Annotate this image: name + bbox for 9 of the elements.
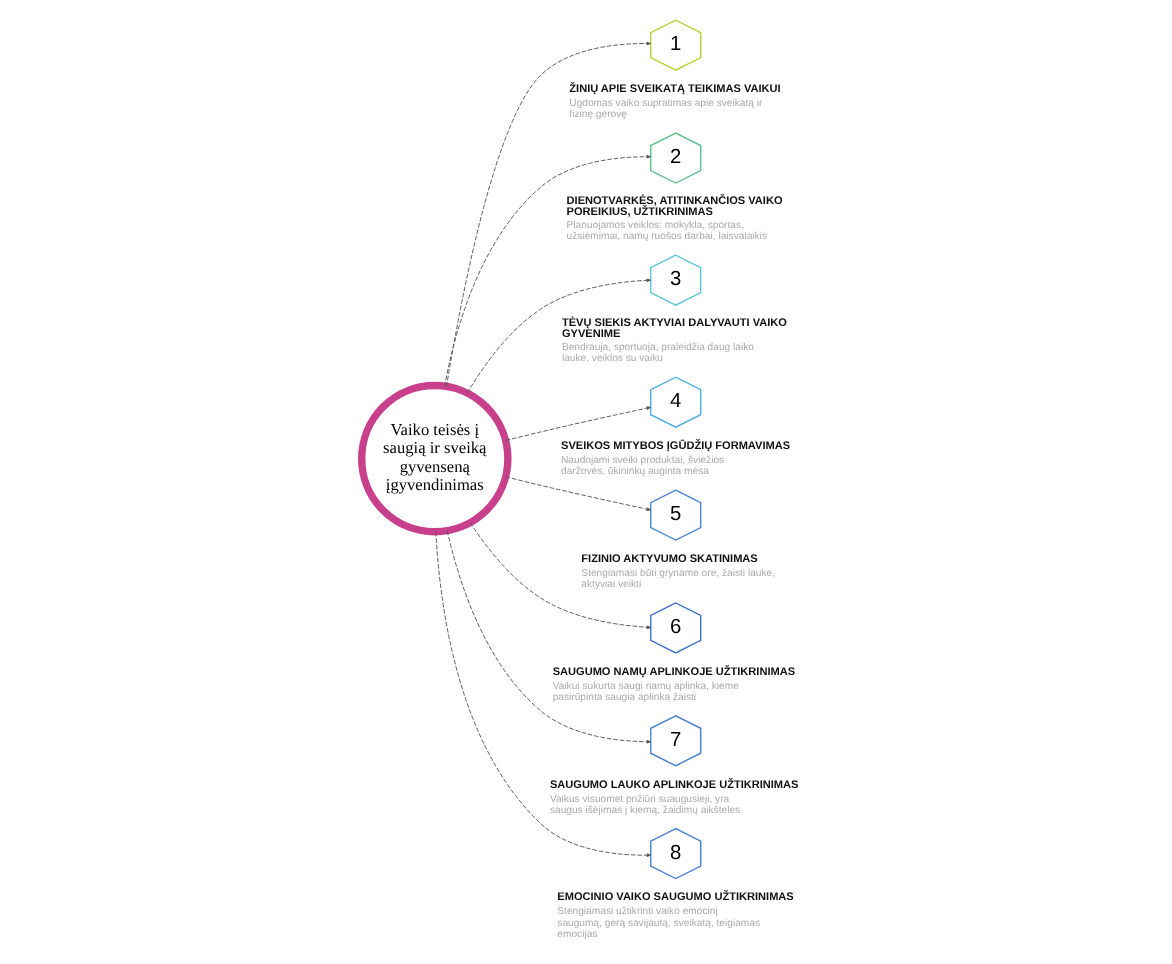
- arrow: [435, 531, 652, 857]
- arrow: [446, 41, 652, 387]
- arrow: [505, 476, 652, 511]
- node-circle: Vaiko teisės į saugią ir sveiką gyvenseną įgyvendinimas: [358, 381, 512, 536]
- arrow: [446, 530, 652, 744]
- arrow: [466, 278, 652, 394]
- arrow: [469, 522, 652, 630]
- arrow: [505, 406, 652, 441]
- arrow: [444, 154, 652, 387]
